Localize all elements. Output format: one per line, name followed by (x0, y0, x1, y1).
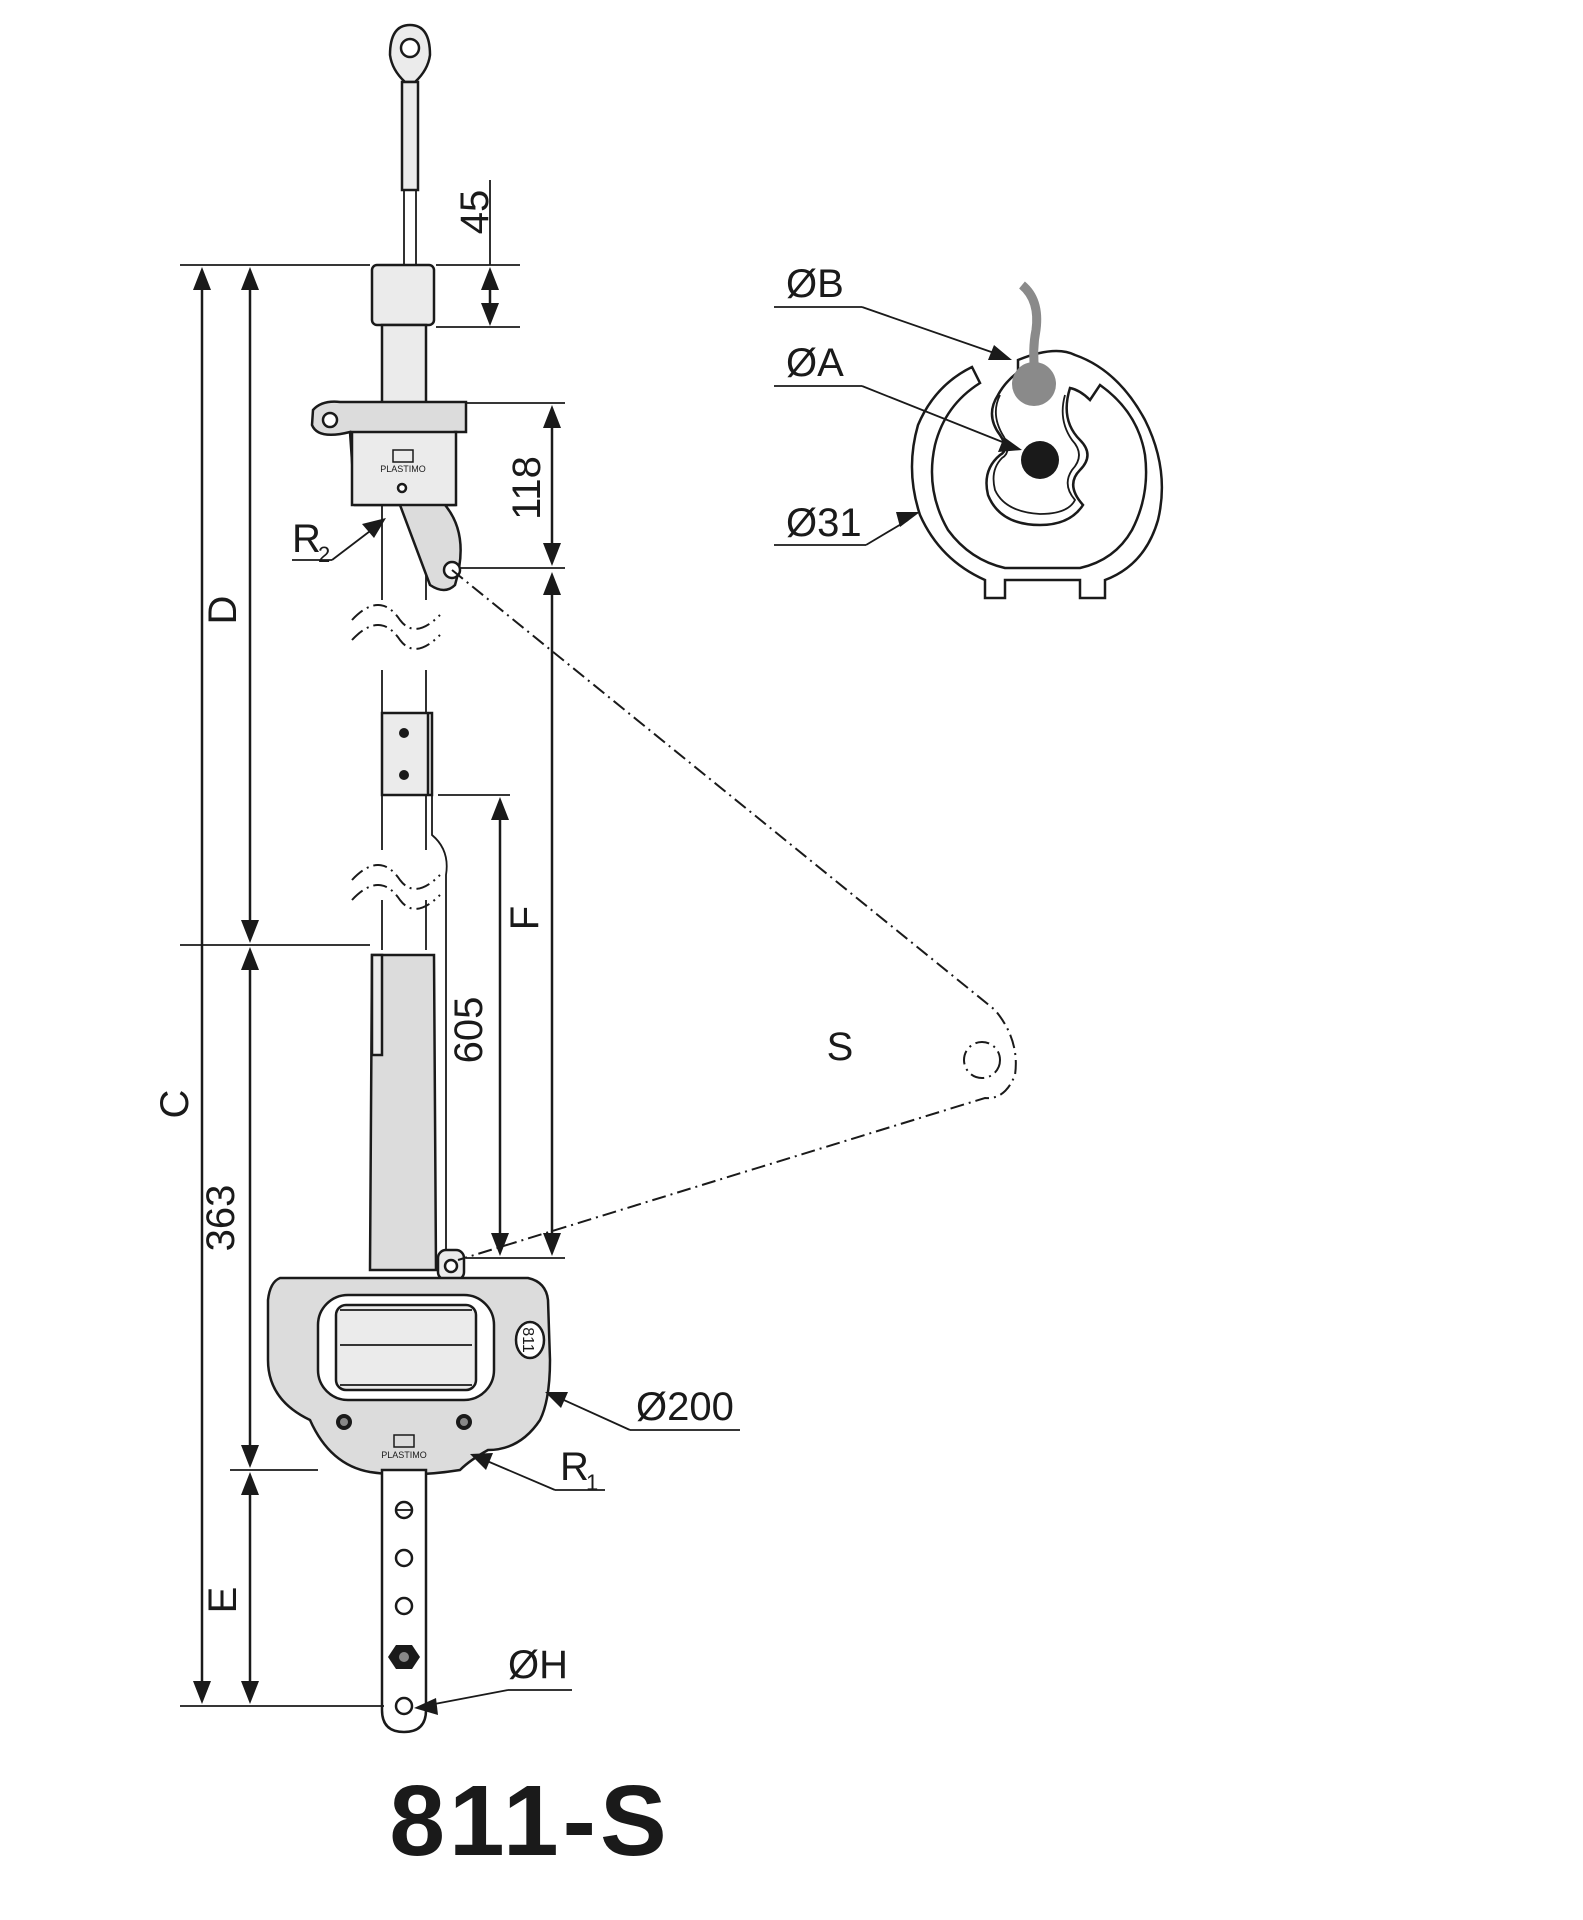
callout-r2: R (292, 517, 321, 561)
callout-dh: ØH (508, 1643, 568, 1687)
brand-mark-bottom: PLASTIMO (381, 1450, 427, 1460)
section-view: ØB ØA Ø31 (774, 262, 1164, 600)
lower-hinge (436, 1248, 466, 1282)
model-title: 811-S (389, 1765, 670, 1877)
dim-605: 605 (447, 997, 491, 1064)
dot-b (1012, 362, 1056, 406)
dim-363: 363 (199, 1185, 243, 1252)
clamp-block (380, 711, 434, 797)
callout-d31: Ø31 (786, 501, 862, 545)
vang-assembly: PLASTIMO (266, 23, 1017, 1734)
top-eye (388, 23, 432, 265)
dim-45: 45 (453, 190, 497, 235)
callout-r1: R (560, 1445, 589, 1489)
dim-118: 118 (505, 456, 549, 520)
dimension-lines (180, 180, 565, 1707)
callout-r1-sub: 1 (586, 1470, 598, 1495)
top-fitting: PLASTIMO (310, 400, 468, 592)
upper-tube (370, 263, 436, 950)
block-housing: 811 PLASTIMO (266, 1276, 552, 1476)
break-mark-upper (351, 604, 441, 650)
dim-E: E (201, 1587, 245, 1614)
dim-S: S (827, 1025, 854, 1069)
callout-d200: Ø200 (636, 1385, 734, 1429)
dim-C: C (153, 1090, 197, 1119)
bottom-strap (380, 1468, 428, 1734)
callouts: R 2 Ø200 R 1 ØH (292, 517, 740, 1715)
brand-mark-top: PLASTIMO (380, 464, 426, 474)
dot-a (1021, 441, 1059, 479)
lower-tube (368, 795, 448, 1272)
dim-D: D (201, 596, 245, 625)
dimension-labels: 45 118 605 363 C D E F S (153, 190, 853, 1614)
dim-F: F (503, 906, 547, 930)
block-number-badge: 811 (519, 1327, 536, 1353)
callout-db: ØB (786, 262, 844, 306)
spring-arm-phantom (451, 569, 1017, 1261)
callout-r2-sub: 2 (318, 542, 330, 567)
break-mark-lower (351, 864, 441, 910)
callout-da: ØA (786, 341, 844, 385)
